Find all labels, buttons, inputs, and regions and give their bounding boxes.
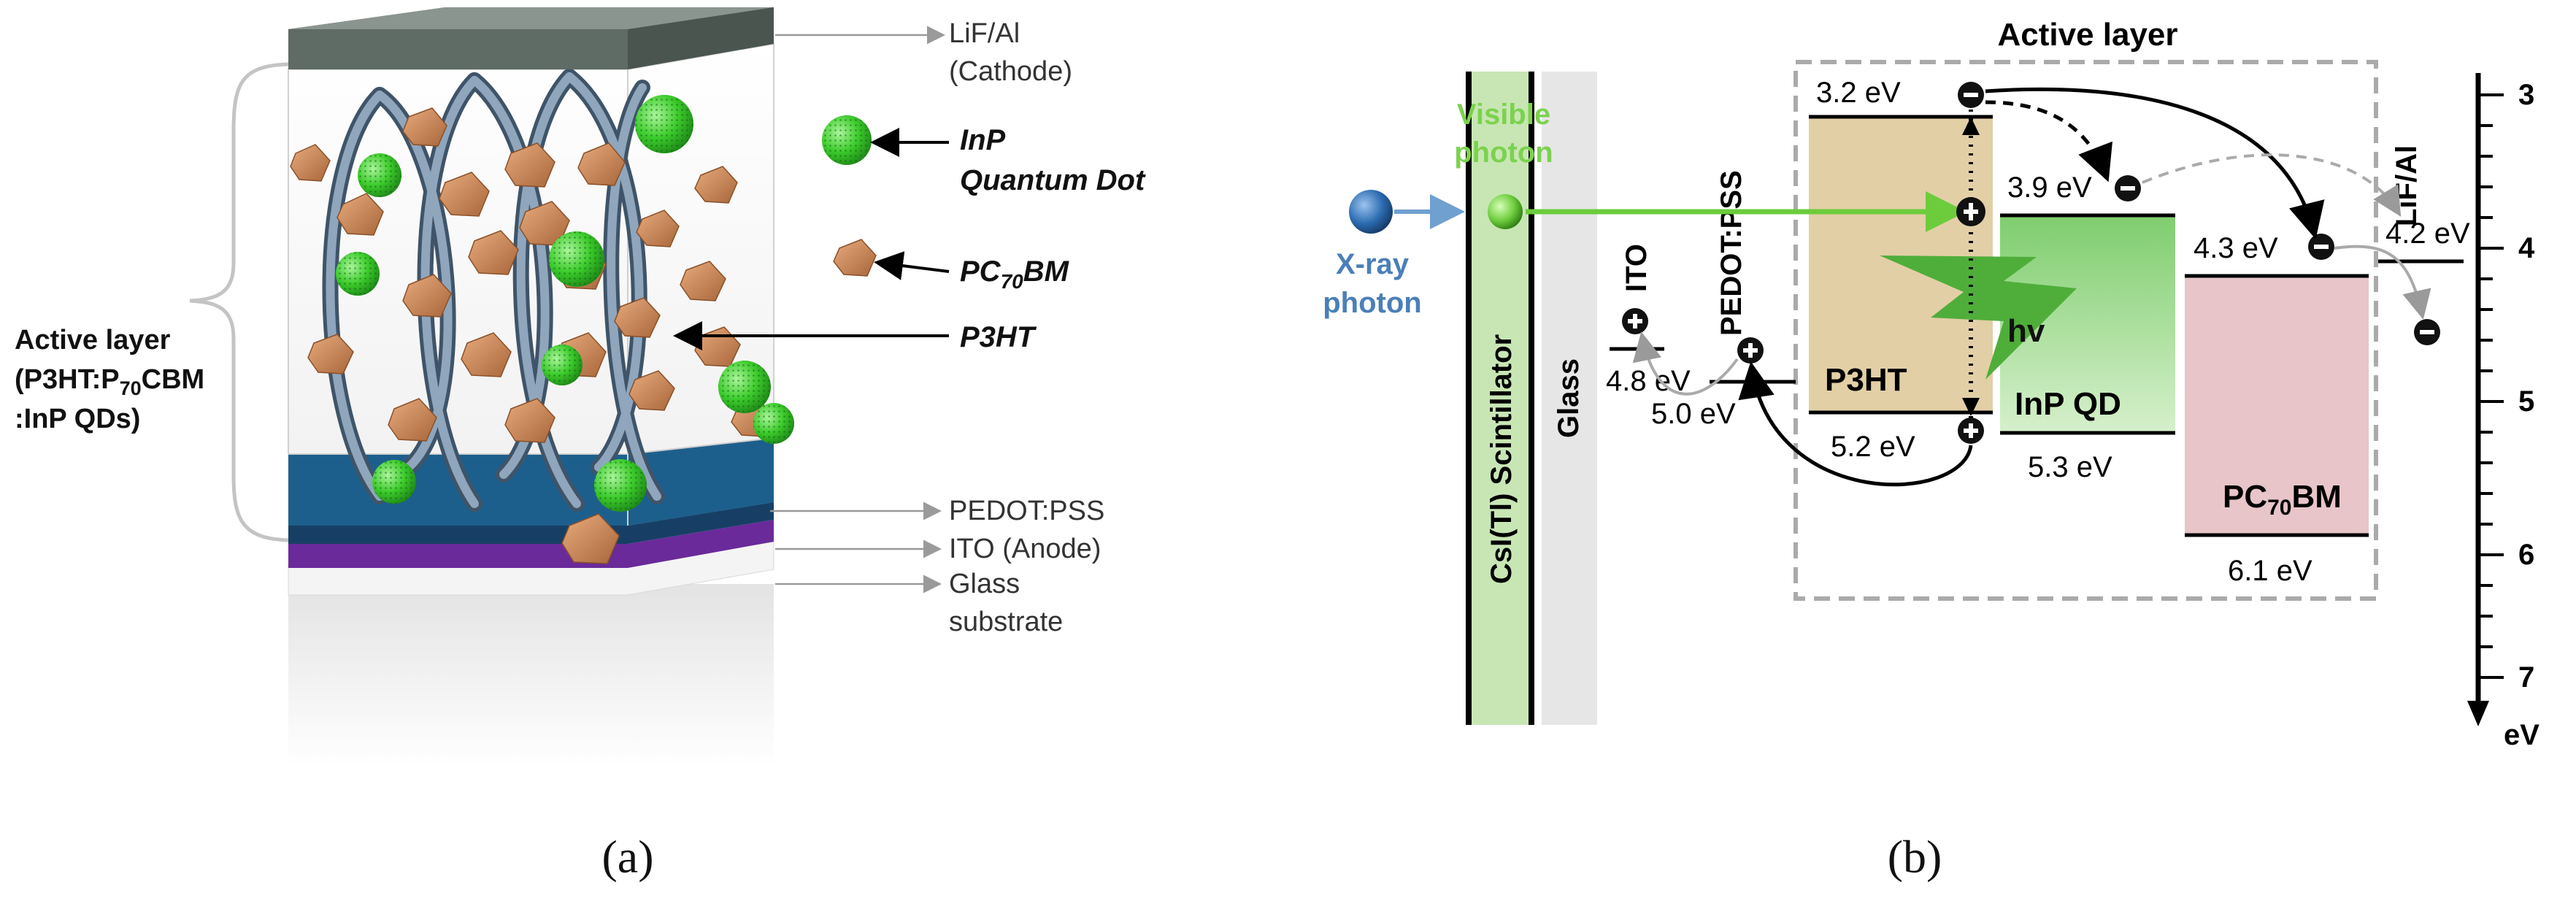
cathode-side <box>628 7 774 69</box>
qd-label-2: Quantum Dot <box>960 164 1146 196</box>
cathode-lid <box>288 7 774 29</box>
panel-b: 3 4 5 6 7 eV CsI(Tl) Scintillator Glass … <box>1323 17 2540 883</box>
energy-label-inp-vb: 5.3 eV <box>2028 451 2112 483</box>
qd <box>336 252 380 296</box>
electron-inp <box>2115 175 2141 201</box>
electron-transfer-p3ht-pcbm <box>1985 87 2325 239</box>
hole-transfer-p3ht-pedot <box>1738 361 1973 487</box>
active-layer-title: Active layer <box>1997 17 2177 53</box>
glass-label-2: substrate <box>949 607 1063 637</box>
electron-transfer-inp-out <box>2142 153 2402 217</box>
cathode-label-2: (Cathode) <box>949 56 1072 87</box>
pcbm-label: PC70BM <box>960 255 1070 293</box>
axis-tick-3: 3 <box>2518 79 2534 111</box>
scintillator-bar <box>1469 72 1531 725</box>
energy-label-pcbm-lumo: 4.3 eV <box>2194 232 2278 264</box>
energy-label-pedot: 5.0 eV <box>1651 398 1736 430</box>
cathode-face <box>288 29 628 69</box>
qd <box>549 231 604 287</box>
electron-p3ht <box>1958 82 1984 108</box>
pointer-arrows <box>673 128 950 350</box>
electron-out <box>2414 319 2440 345</box>
axis-tick-6: 6 <box>2518 539 2534 571</box>
energy-axis: 3 4 5 6 7 eV <box>2467 73 2540 751</box>
visible-photon-ball <box>1488 194 1523 229</box>
qd <box>372 460 416 504</box>
ito-vertical-label: ITO <box>1620 244 1653 292</box>
active-layer-label-2: (P3HT:P70CBM <box>15 364 204 399</box>
hv-lightning <box>1880 255 2077 380</box>
p3ht-label: P3HT <box>960 321 1037 353</box>
exciton-pair <box>1956 197 1985 226</box>
energy-label-pcbm-homo: 6.1 eV <box>2228 555 2312 587</box>
energy-levels <box>1610 115 2464 537</box>
hv-label: hv <box>2007 313 2045 349</box>
axis-tick-4: 4 <box>2518 232 2535 264</box>
ito-label: ITO (Anode) <box>949 534 1101 564</box>
charges <box>1622 82 2440 444</box>
caption-b: (b) <box>1888 831 1942 883</box>
inp-band-label: InP QD <box>2015 386 2121 422</box>
qd <box>358 153 401 197</box>
leader-arrows <box>770 26 945 593</box>
pedot-layer <box>288 502 774 544</box>
active-layer-label: Active layer <box>15 325 171 356</box>
scintillator-label: CsI(Tl) Scintillator <box>1485 334 1518 584</box>
xray-label: X-ray <box>1336 248 1410 280</box>
cathode-label: LiF/Al <box>949 18 1020 49</box>
electron-pcbm <box>2308 234 2334 260</box>
hole-p3ht <box>1958 418 1984 444</box>
energy-label-inp-cb: 3.9 eV <box>2007 172 2092 204</box>
pedot-vertical-label: PEDOT:PSS <box>1715 170 1748 336</box>
exciton-arrow-up <box>1962 117 1980 135</box>
energy-label-p3ht-homo: 5.2 eV <box>1831 431 1915 463</box>
pcbm-band <box>2185 276 2369 535</box>
energy-label-lifal: 4.2 eV <box>2385 218 2470 250</box>
hole-ito <box>1622 308 1648 334</box>
qd-label: InP <box>960 124 1006 156</box>
active-layer-label-3: :InP QDs) <box>15 404 140 434</box>
active-layer-brace <box>189 62 289 542</box>
visible-label-2: photon <box>1454 137 1553 169</box>
lifal-vertical-label: LiF/Al <box>2391 145 2423 226</box>
glass-label: Glass <box>949 569 1020 599</box>
xray-label-2: photon <box>1323 287 1422 319</box>
electron-transfer-p3ht-inp <box>1985 100 2112 182</box>
glass-bar <box>1542 72 1597 725</box>
hole-pedot <box>1737 337 1764 364</box>
visible-label: Visible <box>1457 99 1550 131</box>
hole-transfer-pedot-ito <box>1632 331 1739 396</box>
caption-a: (a) <box>601 831 653 883</box>
qd <box>753 403 794 444</box>
axis-tick-7: 7 <box>2518 661 2534 693</box>
axis-tick-5: 5 <box>2518 385 2534 418</box>
active-layer-box <box>1793 60 2378 601</box>
qd <box>635 95 693 153</box>
qd <box>594 459 647 512</box>
energy-label-p3ht-lumo: 3.2 eV <box>1816 77 1901 109</box>
pcbm-band-label: PC70BM <box>2223 479 2342 520</box>
inp-quantum-dots <box>336 95 872 512</box>
qd <box>718 361 771 413</box>
exciton-arrow-down <box>1962 398 1980 416</box>
xray-photon-ball <box>1349 190 1393 234</box>
pedot-label: PEDOT:PSS <box>949 496 1104 526</box>
panel-a: LiF/Al (Cathode) InP Quantum Dot PC70BM … <box>15 7 1146 883</box>
p3ht-band-label: P3HT <box>1825 362 1907 398</box>
electron-transfer-pcbm-out <box>2334 245 2431 320</box>
axis-unit: eV <box>2504 719 2540 751</box>
qd <box>822 115 872 165</box>
glass-substrate <box>288 584 774 766</box>
qd <box>542 345 583 385</box>
glass-vertical-label: Glass <box>1553 358 1585 438</box>
